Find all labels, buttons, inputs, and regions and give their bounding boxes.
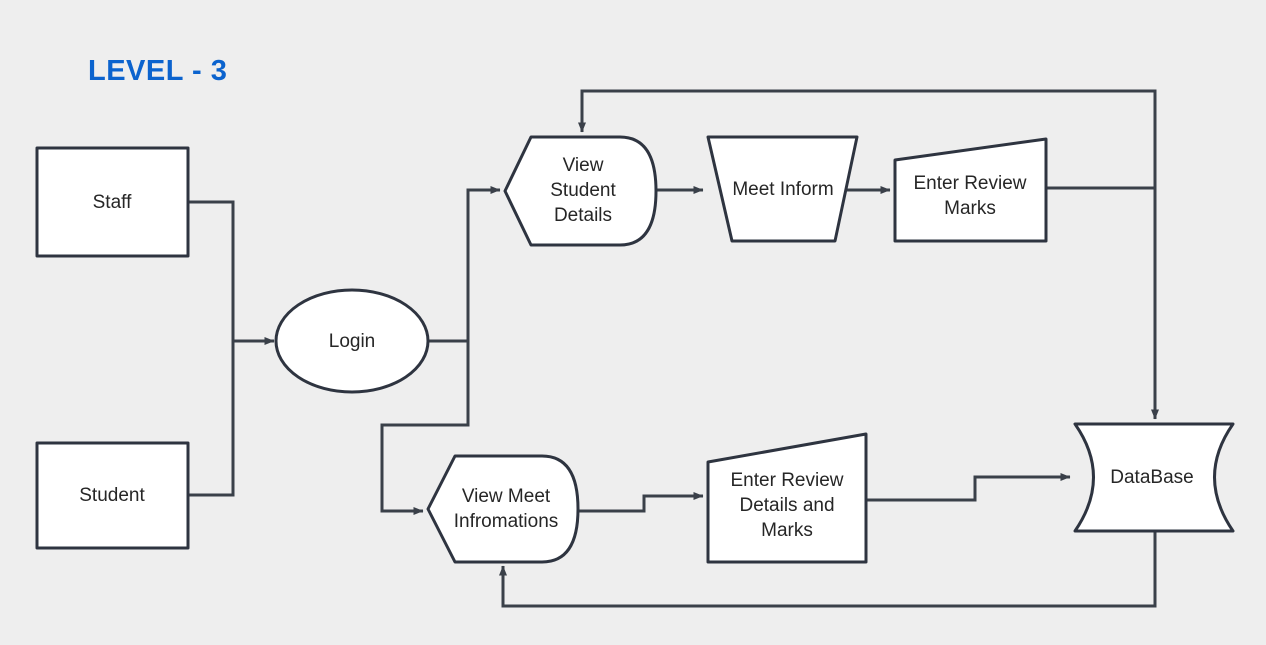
node-view-meet-infromations-label-line1: View Meet	[462, 486, 551, 507]
node-enter-review-details-label-line3: Marks	[761, 520, 813, 541]
edge-view-meet-to-enter-review-details	[578, 492, 704, 513]
page-title: LEVEL - 3	[88, 55, 227, 87]
node-view-meet-infromations-label-line2: Infromations	[454, 511, 559, 532]
node-enter-review-marks[interactable]: Enter Review Marks	[893, 137, 1048, 243]
edge-student-to-login	[188, 341, 235, 497]
node-view-student-details-label-line3: Details	[554, 205, 612, 226]
edge-login-to-view-student	[429, 186, 501, 343]
node-view-student-details-label-line1: View	[563, 155, 604, 176]
node-student-label: Student	[79, 485, 145, 506]
node-staff[interactable]: Staff	[35, 146, 190, 258]
node-enter-review-marks-label-line2: Marks	[944, 198, 996, 219]
node-staff-label: Staff	[93, 192, 132, 213]
node-view-meet-infromations[interactable]: View Meet Infromations	[426, 454, 580, 564]
node-enter-review-details-label-line1: Enter Review	[731, 470, 844, 491]
edge-database-to-view-meet	[499, 531, 1157, 608]
node-enter-review-marks-label-line1: Enter Review	[914, 173, 1027, 194]
node-login-label: Login	[329, 331, 376, 352]
node-login[interactable]: Login	[274, 288, 430, 394]
edge-login-to-view-meet	[380, 341, 470, 515]
node-meet-inform[interactable]: Meet Inform	[706, 135, 859, 243]
node-enter-review-details-label-line2: Details and	[739, 495, 834, 516]
node-meet-inform-label: Meet Inform	[732, 179, 833, 200]
edge-enter-review-marks-to-database	[1046, 186, 1159, 420]
node-database[interactable]: DataBase	[1073, 422, 1235, 533]
edge-enter-review-details-to-database	[866, 473, 1071, 502]
node-view-student-details[interactable]: View Student Details	[503, 135, 658, 247]
edge-feedback-to-view-student	[578, 89, 1157, 188]
edge-staff-to-login	[188, 200, 235, 341]
node-database-label: DataBase	[1110, 467, 1193, 488]
node-view-student-details-label-line2: Student	[550, 180, 616, 201]
node-enter-review-details-and-marks[interactable]: Enter Review Details and Marks	[706, 432, 868, 564]
node-student[interactable]: Student	[35, 441, 190, 550]
